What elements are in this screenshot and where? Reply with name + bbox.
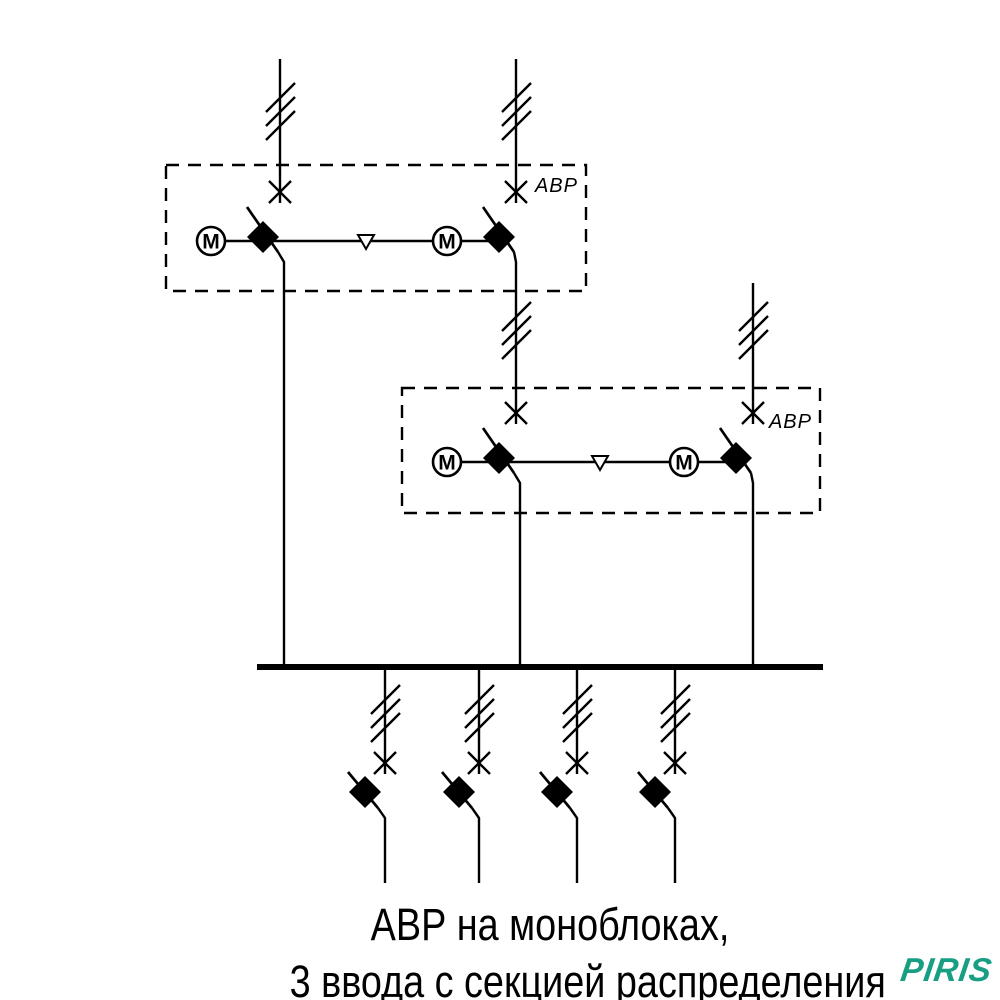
motor-label: M — [202, 231, 220, 254]
three-phase-marks-icon — [660, 684, 691, 743]
ats-unit-2: M M АВР — [400, 283, 822, 667]
ats2-label: АВР — [768, 411, 812, 433]
breaker-body — [483, 221, 515, 253]
breaker-contact-x-icon — [504, 401, 528, 425]
breaker-contact-x-icon — [663, 751, 687, 775]
motor-drive-circle — [668, 446, 700, 478]
motor-drive-circle — [431, 446, 463, 478]
feeder-1 — [346, 667, 401, 883]
breaker-body — [349, 776, 381, 808]
three-phase-marks-icon — [464, 684, 495, 743]
diagram-caption: АВР на моноблоках, 3 ввода с секцией рас… — [289, 897, 886, 1000]
breaker-contact-x-icon — [741, 401, 765, 425]
connector-triangle-icon — [590, 455, 610, 473]
ats1-output2-line — [512, 251, 518, 424]
three-phase-marks-icon — [501, 301, 532, 360]
breaker-contact-x-icon — [565, 751, 589, 775]
feeder-tail-line — [471, 807, 481, 883]
breaker-body — [541, 776, 573, 808]
feeder-4 — [636, 667, 691, 883]
feeder-tail-line — [377, 807, 387, 883]
caption-line-1: АВР на моноблоках, — [370, 899, 730, 950]
motor-label: M — [438, 452, 456, 475]
motor-label: M — [675, 452, 693, 475]
motor-drive-circle — [195, 225, 227, 257]
breaker-body — [639, 776, 671, 808]
ats-unit-1: M M АВР — [164, 59, 588, 667]
breaker-contact-x-icon — [373, 751, 397, 775]
ats1-output1-line — [276, 251, 286, 667]
feeder-2 — [440, 667, 495, 883]
feeder-tail-line — [667, 807, 677, 883]
breaker-body — [483, 442, 515, 474]
breaker-contact-x-icon — [268, 180, 292, 204]
feeder-tail-line — [569, 807, 579, 883]
breaker-body — [443, 776, 475, 808]
breaker-body — [720, 442, 752, 474]
piris-logo: PIRIS — [898, 951, 995, 988]
three-phase-marks-icon — [738, 301, 769, 360]
three-phase-marks-icon — [562, 684, 593, 743]
motor-label: M — [438, 231, 456, 254]
caption-line-2: 3 ввода с секцией распределения — [289, 955, 886, 1000]
breaker-body — [247, 221, 279, 253]
three-phase-marks-icon — [501, 82, 532, 141]
three-phase-marks-icon — [265, 82, 296, 141]
ats1-enclosure — [164, 163, 588, 293]
breaker-contact-x-icon — [504, 180, 528, 204]
motor-drive-circle — [431, 225, 463, 257]
three-phase-marks-icon — [370, 684, 401, 743]
breaker-contact-x-icon — [467, 751, 491, 775]
feeder-3 — [538, 667, 593, 883]
ats2-output1-line — [512, 472, 522, 667]
ats2-enclosure — [400, 386, 822, 515]
ats1-label: АВР — [534, 175, 578, 197]
connector-triangle-icon — [356, 234, 376, 252]
ats2-output2-line — [749, 472, 755, 667]
